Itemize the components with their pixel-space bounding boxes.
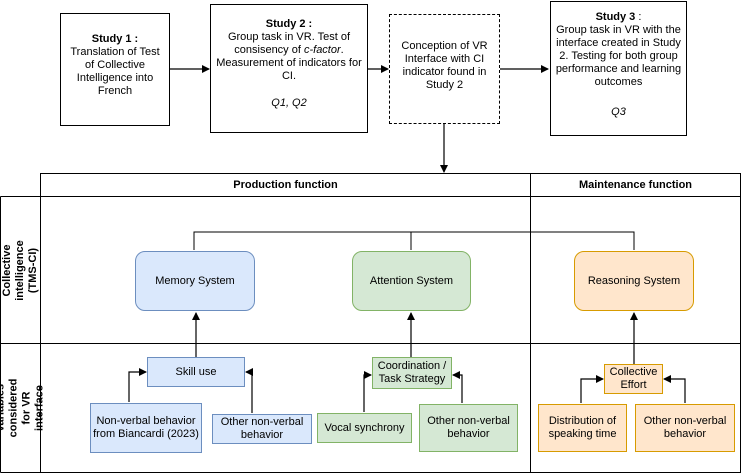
study-3-box: Study 3 : Group task in VR with the inte… — [550, 1, 687, 136]
other-nonverbal-reasoning-box: Other non-verbal behavior — [635, 404, 735, 452]
row-label-collective-intelligence: Collective intelligence (TMS-CI) — [0, 239, 39, 301]
systems-bracket — [193, 231, 635, 250]
study-3-description: Group task in VR with the interface crea… — [555, 24, 682, 88]
table-border — [40, 173, 741, 473]
arrow-biancardi-skill — [128, 368, 147, 402]
arrow-other2-coordination — [452, 371, 463, 403]
study-2-questions: Q1, Q2 — [271, 97, 307, 109]
nonverbal-biancardi-box: Non-verbal behavior from Biancardi (2023… — [90, 403, 202, 453]
arrow-other3-effort — [663, 375, 686, 403]
row-label-variables: Variables considered for VR interface — [0, 378, 45, 438]
distribution-speaking-box: Distribution of speaking time — [538, 404, 627, 452]
row-label-cell-vars: Variables considered for VR interface — [0, 344, 45, 472]
study-2-box: Study 2 : Group task in VR. Test of cons… — [210, 4, 368, 133]
other-nonverbal-attention-box: Other non-verbal behavior — [419, 404, 518, 452]
other-nonverbal-memory-box: Other non-verbal behavior — [212, 414, 312, 444]
arrow-other1-skill — [245, 368, 253, 413]
study-2-title: Study 2 : — [265, 18, 313, 30]
skill-use-box: Skill use — [147, 357, 245, 387]
study-3-title: Study 3 : — [595, 11, 642, 23]
study-1-box: Study 1 : Translation of Test of Collect… — [60, 13, 170, 126]
collective-effort-box: Collective Effort — [604, 364, 663, 394]
attention-system-box: Attention System — [352, 251, 471, 311]
reasoning-system-box: Reasoning System — [574, 251, 694, 311]
vocal-synchrony-box: Vocal synchrony — [317, 413, 412, 443]
conception-box: Conception of VR Interface with CI indic… — [389, 14, 500, 124]
study-1-description: Translation of Test of Collective Intell… — [70, 46, 160, 97]
header-maintenance-function: Maintenance function — [578, 179, 693, 191]
coordination-box: Coordination / Task Strategy — [372, 357, 452, 389]
arrow-vocal-coordination — [363, 371, 372, 412]
header-production-function: Production function — [233, 179, 338, 191]
conception-description: Conception of VR Interface with CI indic… — [401, 40, 488, 91]
study-3-questions: Q3 — [611, 106, 626, 118]
row-label-cell-ci: Collective intelligence (TMS-CI) — [0, 197, 40, 343]
arrow-distribution-effort — [580, 375, 604, 403]
study-2-description: Group task in VR. Test of consisency of … — [216, 31, 362, 82]
study-1-title: Study 1 : — [91, 33, 139, 45]
memory-system-box: Memory System — [135, 251, 255, 311]
